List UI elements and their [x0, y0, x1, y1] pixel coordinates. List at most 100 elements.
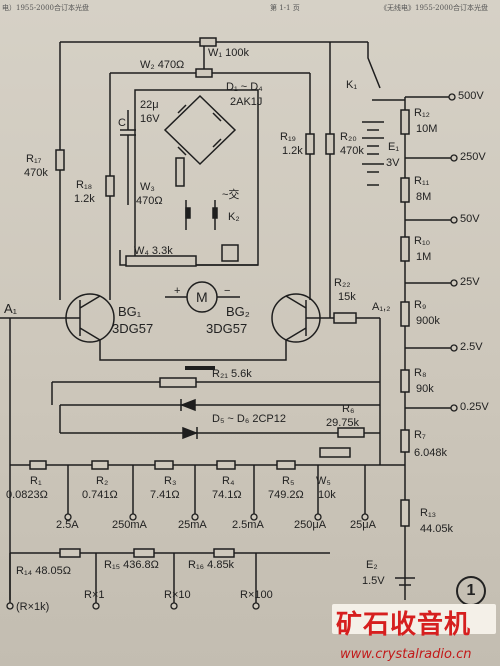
- label-r7: R₇: [414, 429, 426, 441]
- label-w3-val: 470Ω: [136, 195, 163, 207]
- label-r2: R₂: [96, 475, 109, 487]
- terminal-rx1: [92, 602, 100, 610]
- label-diode-type: 2AK1J: [230, 96, 263, 108]
- terminal-25ua: [361, 513, 369, 521]
- r3-resistor: [154, 460, 174, 470]
- label-r11: R₁₁: [414, 175, 430, 187]
- terminal-25ma: [191, 513, 199, 521]
- watermark-logo-background: [332, 604, 496, 634]
- header-center: 第 1-1 页: [270, 4, 300, 12]
- terminal-2-5v: [450, 344, 458, 352]
- label-ac: ~交: [222, 189, 240, 201]
- r11-resistor: [400, 177, 410, 203]
- w2-resistor: [195, 68, 213, 78]
- label-k1: K₁: [346, 79, 358, 91]
- label-e1-val: 3V: [386, 157, 400, 169]
- label-motor-minus: −: [224, 285, 231, 297]
- k1-switch: [367, 42, 405, 101]
- label-2-5v: 2.5V: [460, 341, 483, 353]
- label-r1: R₁: [30, 475, 42, 487]
- r9-resistor: [400, 301, 410, 327]
- terminal-250ma: [129, 513, 137, 521]
- r12-resistor: [400, 109, 410, 135]
- label-r13-val: 44.05k: [420, 523, 454, 535]
- terminal-2-5ma: [250, 513, 258, 521]
- label-k2: K₂: [228, 211, 240, 223]
- label-w1: W₁ 100k: [208, 47, 250, 59]
- label-50v: 50V: [460, 213, 480, 225]
- header-right: 《无线电》1955-2000合订本光盘: [380, 4, 488, 12]
- r22-resistor: [333, 312, 357, 324]
- label-0-25v: 0.25V: [460, 401, 489, 413]
- label-rx1: R×1: [84, 589, 105, 601]
- r1-resistor: [29, 460, 47, 470]
- terminal-50v: [450, 216, 458, 224]
- r8-resistor: [400, 369, 410, 393]
- e1-battery: [362, 121, 384, 186]
- label-rx1k: (R×1k): [16, 601, 50, 613]
- label-r20-val: 470k: [340, 145, 364, 157]
- label-r13: R₁₃: [420, 507, 437, 519]
- r14-resistor: [59, 548, 81, 558]
- label-r8: R₈: [414, 367, 427, 379]
- terminal-rx100: [252, 602, 260, 610]
- label-w5-val: 10k: [318, 489, 336, 501]
- label-250ua: 250μA: [294, 519, 327, 531]
- label-w3: W₃: [140, 181, 155, 193]
- label-r9-val: 900k: [416, 315, 440, 327]
- label-a1: A₁: [4, 301, 18, 316]
- label-bg1: BG₁: [118, 304, 142, 319]
- terminal-rx1k: [6, 602, 14, 610]
- label-r22: R₂₂: [334, 277, 351, 289]
- label-r1-val: 0.0823Ω: [6, 489, 48, 501]
- label-r3: R₃: [164, 475, 177, 487]
- r13-resistor: [400, 499, 410, 527]
- label-d1d4: D₁ ~ D₄: [226, 81, 263, 93]
- w1-resistor: [199, 37, 217, 47]
- e2-battery: [395, 577, 415, 586]
- label-a2: A₁,₂: [372, 301, 391, 313]
- label-w5: W₅: [316, 475, 331, 487]
- label-r5: R₅: [282, 475, 295, 487]
- r2-resistor: [91, 460, 109, 470]
- label-r3-val: 7.41Ω: [150, 489, 180, 501]
- label-250v: 250V: [460, 151, 486, 163]
- r17-resistor: [55, 149, 65, 171]
- w4-potentiometer: [125, 255, 197, 267]
- w3-potentiometer: [175, 157, 185, 187]
- label-r4-val: 74.1Ω: [212, 489, 242, 501]
- r7-resistor: [400, 429, 410, 453]
- label-e2: E₂: [366, 559, 378, 571]
- terminal-250ua: [314, 513, 322, 521]
- label-w4: W₄ 3.3k: [134, 245, 173, 257]
- label-r21: R₂₁ 5.6k: [212, 368, 252, 380]
- w5-potentiometer: [319, 447, 351, 458]
- label-r4: R₄: [222, 475, 235, 487]
- watermark-logo: 矿石收音机: [336, 610, 472, 640]
- label-r15: R₁₅ 436.8Ω: [104, 559, 159, 571]
- label-r2-val: 0.741Ω: [82, 489, 118, 501]
- r20-resistor: [325, 133, 335, 155]
- label-r12: R₁₂: [414, 107, 430, 119]
- r21-resistor: [159, 377, 197, 388]
- watermark-url: www.crystalradio.cn: [340, 647, 472, 662]
- label-500v: 500V: [458, 90, 484, 102]
- label-c: C: [118, 117, 126, 129]
- motor-brush: [221, 244, 239, 262]
- label-2-5a: 2.5A: [56, 519, 79, 531]
- label-r22-val: 15k: [338, 291, 356, 303]
- capacitor-c: [120, 110, 136, 205]
- label-r14: R₁₄ 48.05Ω: [16, 565, 71, 577]
- terminal-rx10: [170, 602, 178, 610]
- label-r6: R₆: [342, 403, 355, 415]
- terminal-25v: [450, 279, 458, 287]
- label-250ma: 250mA: [112, 519, 147, 531]
- r16-resistor: [213, 548, 235, 558]
- label-r17: R₁₇: [26, 153, 42, 165]
- terminal-0-25v: [450, 404, 458, 412]
- label-r16: R₁₆ 4.85k: [188, 559, 235, 571]
- label-r7-val: 6.048k: [414, 447, 448, 459]
- label-r9: R₉: [414, 299, 427, 311]
